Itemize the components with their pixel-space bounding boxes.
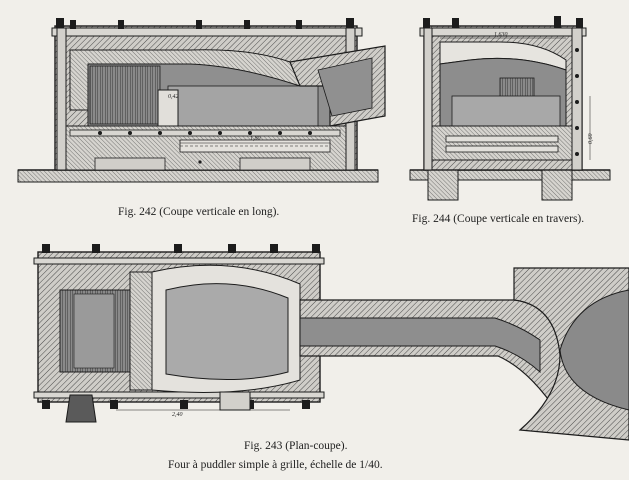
fig244-dim-label-2: 0,60	[588, 133, 594, 145]
fig242-dim-label-2: 1,80	[250, 136, 261, 142]
fig243-caption: Fig. 243 (Plan-coupe).	[244, 440, 348, 452]
fig244-dim-label-1: 1,630	[494, 32, 508, 38]
fig244-caption: Fig. 244 (Coupe verticale en travers).	[412, 213, 585, 225]
fig242-caption: Fig. 242 (Coupe verticale en long).	[118, 206, 280, 218]
plate-title: Four à puddler simple à grille, échelle …	[168, 459, 383, 471]
fig242-dim-label-1: 0,42	[168, 94, 179, 100]
fig243-dim-label-1: 2,40	[172, 412, 183, 418]
